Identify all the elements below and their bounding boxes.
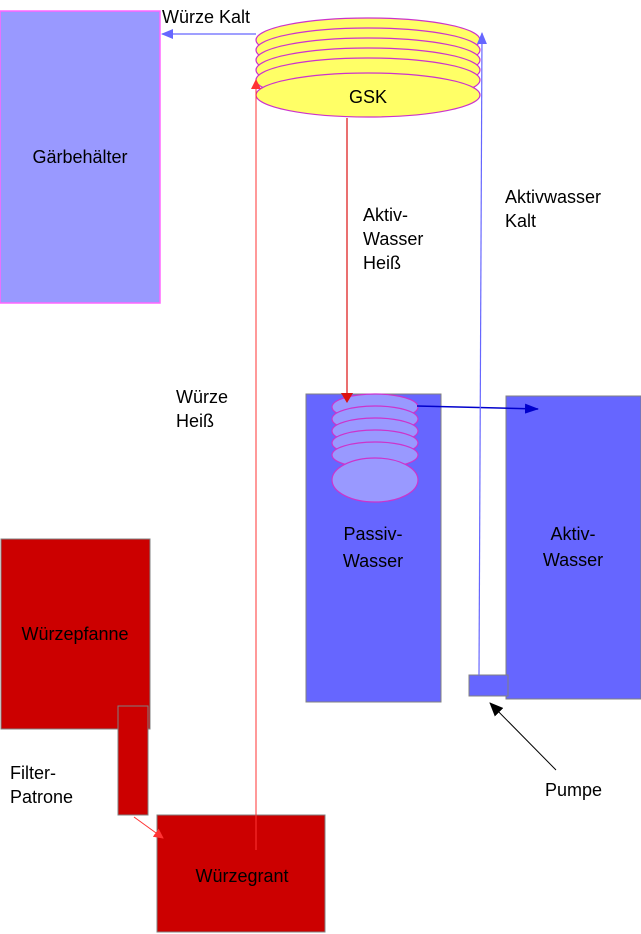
flow-aktivwasser-kalt <box>476 32 487 676</box>
aktiv-wasser-label-line2: Wasser <box>543 550 603 570</box>
label-aktiv-wasser-heiss-line2: Wasser <box>363 229 423 249</box>
wuerzepfanne-vessel: Würzepfanne <box>0 538 151 730</box>
pump <box>468 674 509 697</box>
label-filter-patrone-line1: Filter- <box>10 763 56 783</box>
filter-patrone <box>117 705 149 816</box>
label-aktiv-wasser-heiss-line3: Heiß <box>363 253 401 273</box>
label-aktivwasser-kalt-line2: Kalt <box>505 211 536 231</box>
label-wuerze-heiss-line1: Würze <box>176 387 228 407</box>
wuerzegrant-label: Würzegrant <box>195 866 288 886</box>
gsk-label: GSK <box>349 87 387 107</box>
gaerbehaelter-tank: Gärbehälter <box>0 10 161 304</box>
label-aktiv-wasser-heiss-line1: Aktiv- <box>363 205 408 225</box>
wuerzegrant-vessel: Würzegrant <box>156 814 326 933</box>
gsk-cooler: GSK <box>255 17 481 118</box>
label-wuerze-kalt: Würze Kalt <box>162 7 250 27</box>
label-wuerze-heiss-line2: Heiß <box>176 411 214 431</box>
pumpe-pointer <box>489 702 557 771</box>
flow-filter-to-grant <box>133 816 164 839</box>
flow-coil-to-aktiv-wasser <box>416 403 539 414</box>
aktiv-wasser-tank: Aktiv- Wasser <box>505 395 641 700</box>
aktiv-wasser-label-line1: Aktiv- <box>551 524 596 544</box>
label-aktivwasser-kalt-line1: Aktivwasser <box>505 187 601 207</box>
gaerbehaelter-label: Gärbehälter <box>32 147 127 167</box>
passiv-wasser-label-line2: Wasser <box>343 551 403 571</box>
wuerzepfanne-label: Würzepfanne <box>21 624 128 644</box>
label-filter-patrone-line2: Patrone <box>10 787 73 807</box>
label-pumpe: Pumpe <box>545 780 602 800</box>
passiv-wasser-label-line1: Passiv- <box>343 524 402 544</box>
passiv-coil <box>331 393 419 503</box>
